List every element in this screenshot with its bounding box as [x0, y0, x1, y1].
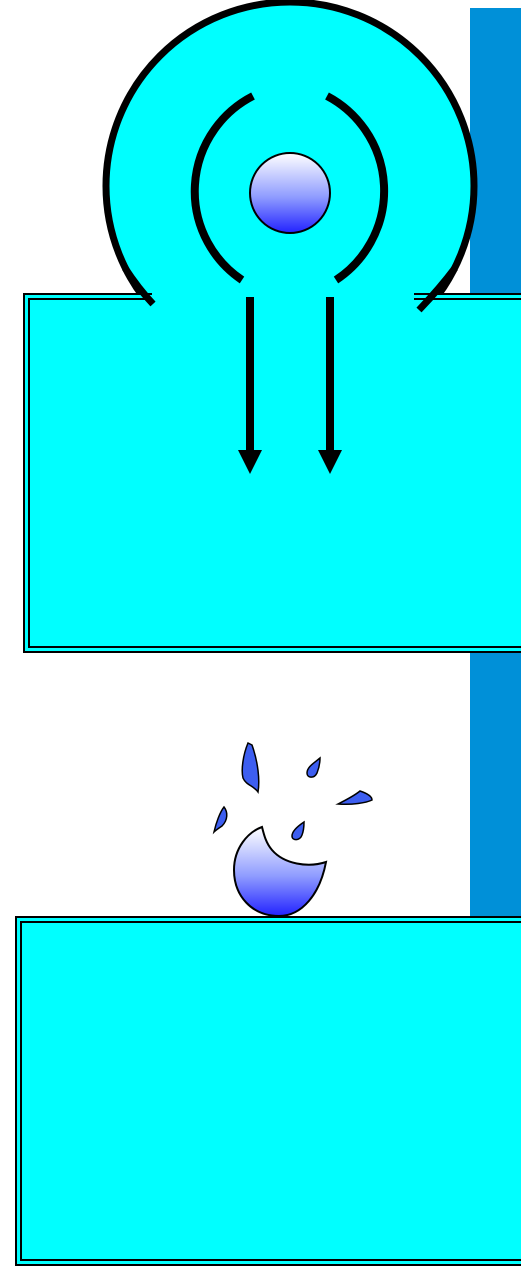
inner-ring-left — [190, 92, 255, 284]
top-block — [23, 293, 521, 653]
bottom-panel — [15, 741, 521, 1266]
broken-drop-icon — [232, 825, 328, 918]
downward-arrow-icon-right — [318, 297, 342, 474]
side-bar-middle — [470, 652, 521, 920]
splash-droplet-icon-4 — [212, 805, 228, 835]
downward-arrow-icon-left — [238, 297, 262, 474]
top-panel — [23, 0, 521, 653]
side-bar-top — [470, 8, 521, 298]
bottom-block — [15, 916, 521, 1266]
bottom-block-inner-border — [20, 921, 521, 1261]
outer-ring-right-end — [416, 265, 458, 313]
outer-ring-left-end — [122, 266, 156, 307]
splash-droplet-icon-1 — [241, 741, 260, 794]
cavity-neck — [152, 280, 414, 306]
splash-droplet-icon-2 — [306, 756, 321, 778]
splash-droplet-icon-3 — [335, 790, 373, 805]
splash-droplet-icon-5 — [291, 820, 305, 841]
inner-ring-right — [325, 92, 389, 284]
drop-in-cavity-icon — [249, 152, 331, 234]
